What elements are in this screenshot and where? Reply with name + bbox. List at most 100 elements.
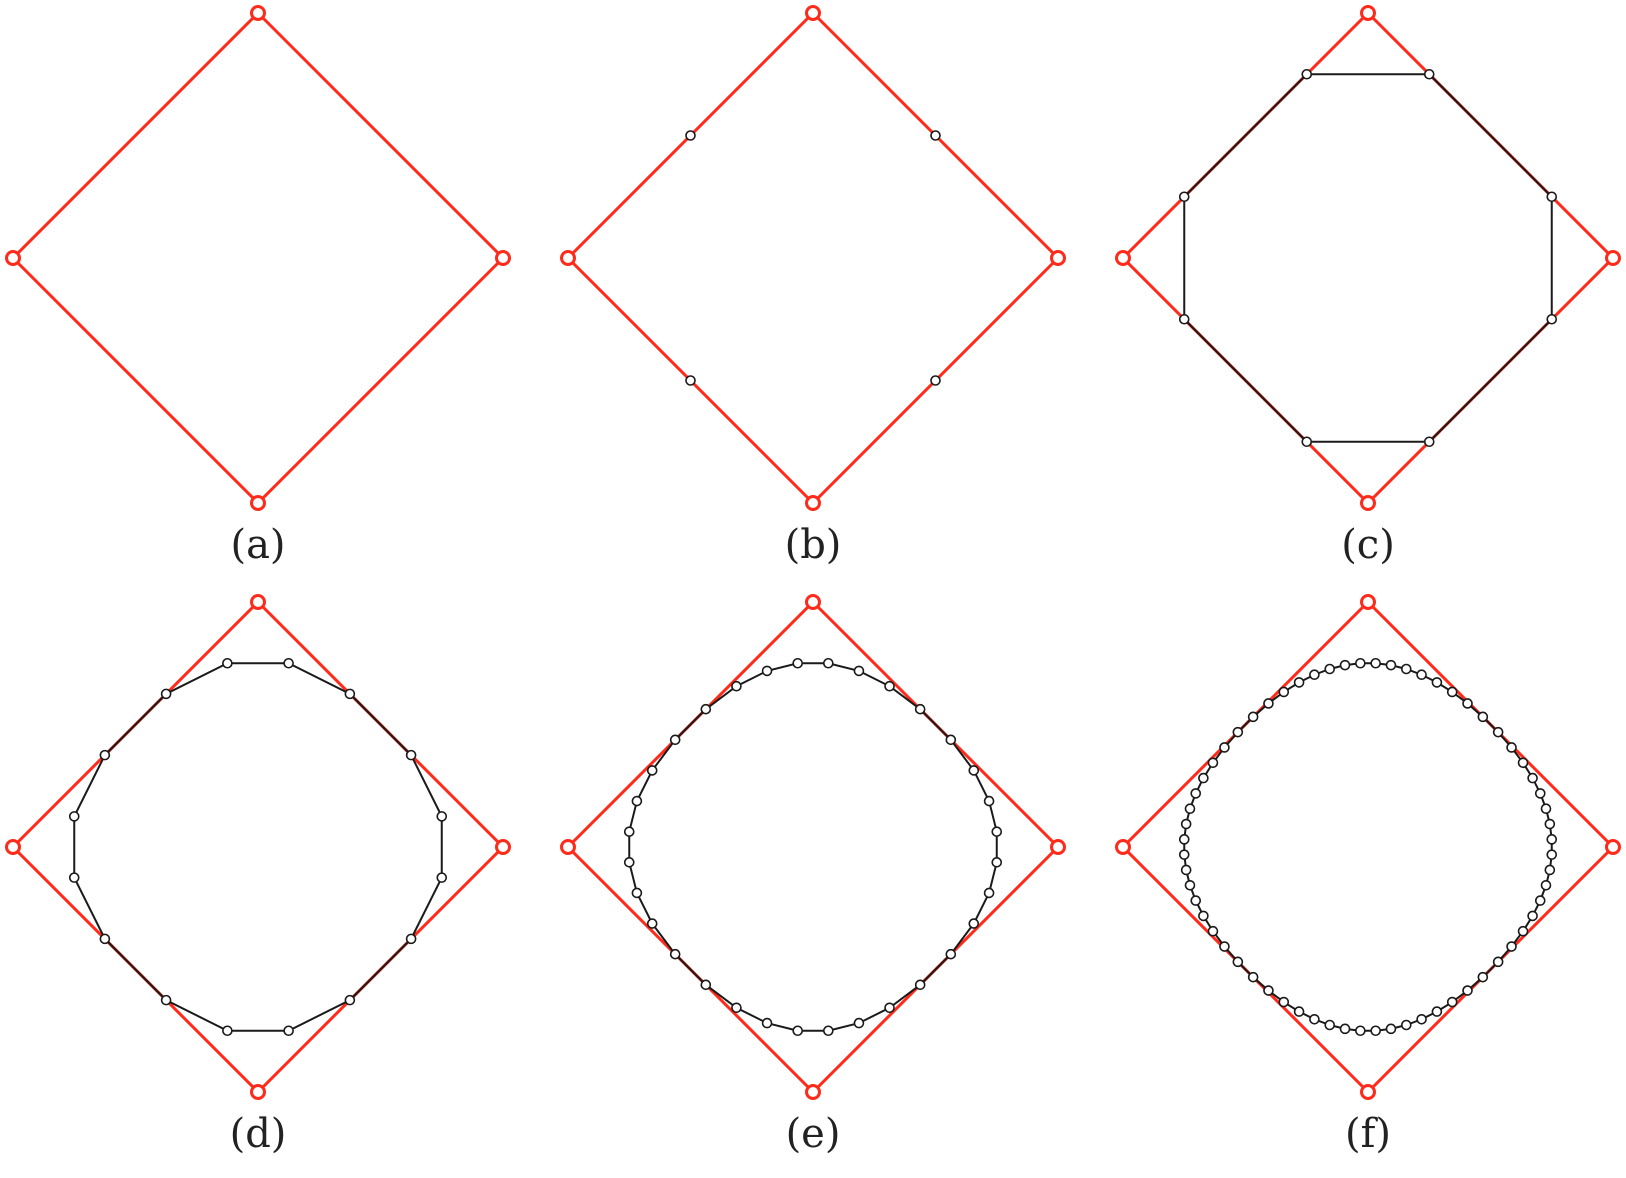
- refined-vertex: [1506, 742, 1517, 753]
- refined-vertex: [731, 1002, 742, 1014]
- refined-vertex: [623, 857, 635, 868]
- refined-vertex: [1263, 698, 1274, 709]
- refined-vertex: [884, 680, 895, 692]
- refined-vertex: [983, 887, 995, 899]
- refined-vertex: [1517, 757, 1529, 769]
- refined-vertex: [631, 795, 643, 807]
- refined-vertex: [1190, 895, 1202, 906]
- panel-f: (f): [1115, 594, 1621, 1157]
- refined-vertex: [405, 933, 417, 945]
- refined-vertex: [1540, 879, 1552, 891]
- refined-vertex: [283, 1025, 294, 1037]
- refined-vertex: [761, 665, 773, 677]
- refined-vertex: [945, 734, 957, 746]
- refined-vertex: [1263, 985, 1274, 996]
- control-vertex: [1605, 250, 1621, 266]
- panel-b: (b): [560, 5, 1066, 568]
- refined-vertex: [1544, 818, 1556, 830]
- refined-vertex: [1400, 1019, 1412, 1031]
- refined-vertex: [1477, 711, 1489, 723]
- control-vertex: [250, 1084, 266, 1100]
- panel-caption-d: (d): [230, 1111, 287, 1157]
- refined-vertex: [1462, 985, 1473, 996]
- control-vertex: [1115, 250, 1131, 266]
- control-vertex: [1050, 839, 1066, 855]
- control-polygon: [1120, 599, 1616, 1095]
- refined-vertex: [983, 795, 995, 807]
- panel-d: (d): [5, 594, 511, 1157]
- refined-vertex: [1309, 1013, 1320, 1025]
- refined-vertex: [1301, 68, 1313, 80]
- refined-vertex: [1232, 726, 1244, 738]
- control-vertex: [560, 839, 576, 855]
- refined-polygon: [1183, 662, 1553, 1032]
- refined-vertex: [1446, 686, 1458, 698]
- refined-vertex: [914, 979, 926, 991]
- refined-vertex: [160, 994, 172, 1006]
- control-polygon: [565, 599, 1061, 1095]
- refined-vertex: [1506, 941, 1517, 952]
- refined-vertex: [1207, 925, 1219, 937]
- control-vertex: [1050, 250, 1066, 266]
- refined-vertex: [853, 665, 865, 677]
- refined-vertex: [160, 688, 172, 700]
- refined-vertex: [1293, 677, 1305, 688]
- refined-vertex: [1339, 659, 1351, 671]
- refined-vertex: [1462, 698, 1473, 709]
- control-vertex: [5, 839, 21, 855]
- refined-vertex: [1492, 726, 1504, 738]
- refined-vertex: [685, 375, 696, 386]
- refined-vertex: [823, 657, 834, 669]
- control-vertex: [1605, 839, 1621, 855]
- refined-vertex: [1293, 1006, 1305, 1017]
- refined-vertex: [968, 765, 980, 776]
- refined-vertex: [1423, 436, 1435, 448]
- control-vertex: [805, 495, 821, 511]
- refined-vertex: [1546, 191, 1558, 203]
- refined-vertex: [1324, 1019, 1336, 1031]
- refined-vertex: [1278, 996, 1290, 1008]
- control-vertex: [250, 5, 266, 21]
- refined-vertex: [792, 657, 803, 669]
- refined-vertex: [99, 933, 111, 945]
- refined-vertex: [968, 918, 980, 929]
- panel-a: (a): [5, 5, 511, 568]
- refined-vertex: [1355, 1025, 1366, 1037]
- control-polygon: [1120, 10, 1616, 506]
- refined-vertex: [1546, 313, 1558, 325]
- refined-vertex: [1301, 436, 1313, 448]
- refined-vertex: [283, 657, 294, 669]
- refined-vertex: [1540, 803, 1552, 815]
- refined-vertex: [685, 130, 696, 141]
- refined-vertex: [68, 872, 80, 883]
- refined-vertex: [1385, 659, 1397, 671]
- refined-vertex: [1180, 818, 1192, 830]
- refined-vertex: [1546, 849, 1558, 860]
- control-vertex: [1360, 594, 1376, 610]
- refined-vertex: [222, 657, 233, 669]
- refined-vertex: [1400, 663, 1412, 675]
- refined-vertex: [1207, 757, 1219, 769]
- control-polygon: [565, 10, 1061, 506]
- refined-vertex: [1198, 772, 1209, 784]
- refined-vertex: [930, 130, 941, 141]
- control-vertex: [1115, 839, 1131, 855]
- control-polygon: [10, 10, 506, 506]
- refined-vertex: [1527, 910, 1538, 922]
- refined-vertex: [1492, 956, 1504, 968]
- refined-vertex: [1370, 1025, 1381, 1037]
- refined-vertex: [1370, 657, 1381, 669]
- control-vertex: [1360, 495, 1376, 511]
- control-vertex: [805, 1084, 821, 1100]
- refined-vertex: [1517, 925, 1529, 937]
- refined-vertex: [99, 749, 111, 761]
- refined-vertex: [344, 688, 356, 700]
- refined-vertex: [1198, 910, 1209, 922]
- refined-vertex: [700, 979, 712, 991]
- refined-vertex: [436, 872, 448, 883]
- refined-vertex: [792, 1025, 803, 1037]
- control-vertex: [1360, 1084, 1376, 1100]
- control-vertex: [495, 839, 511, 855]
- refined-vertex: [930, 375, 941, 386]
